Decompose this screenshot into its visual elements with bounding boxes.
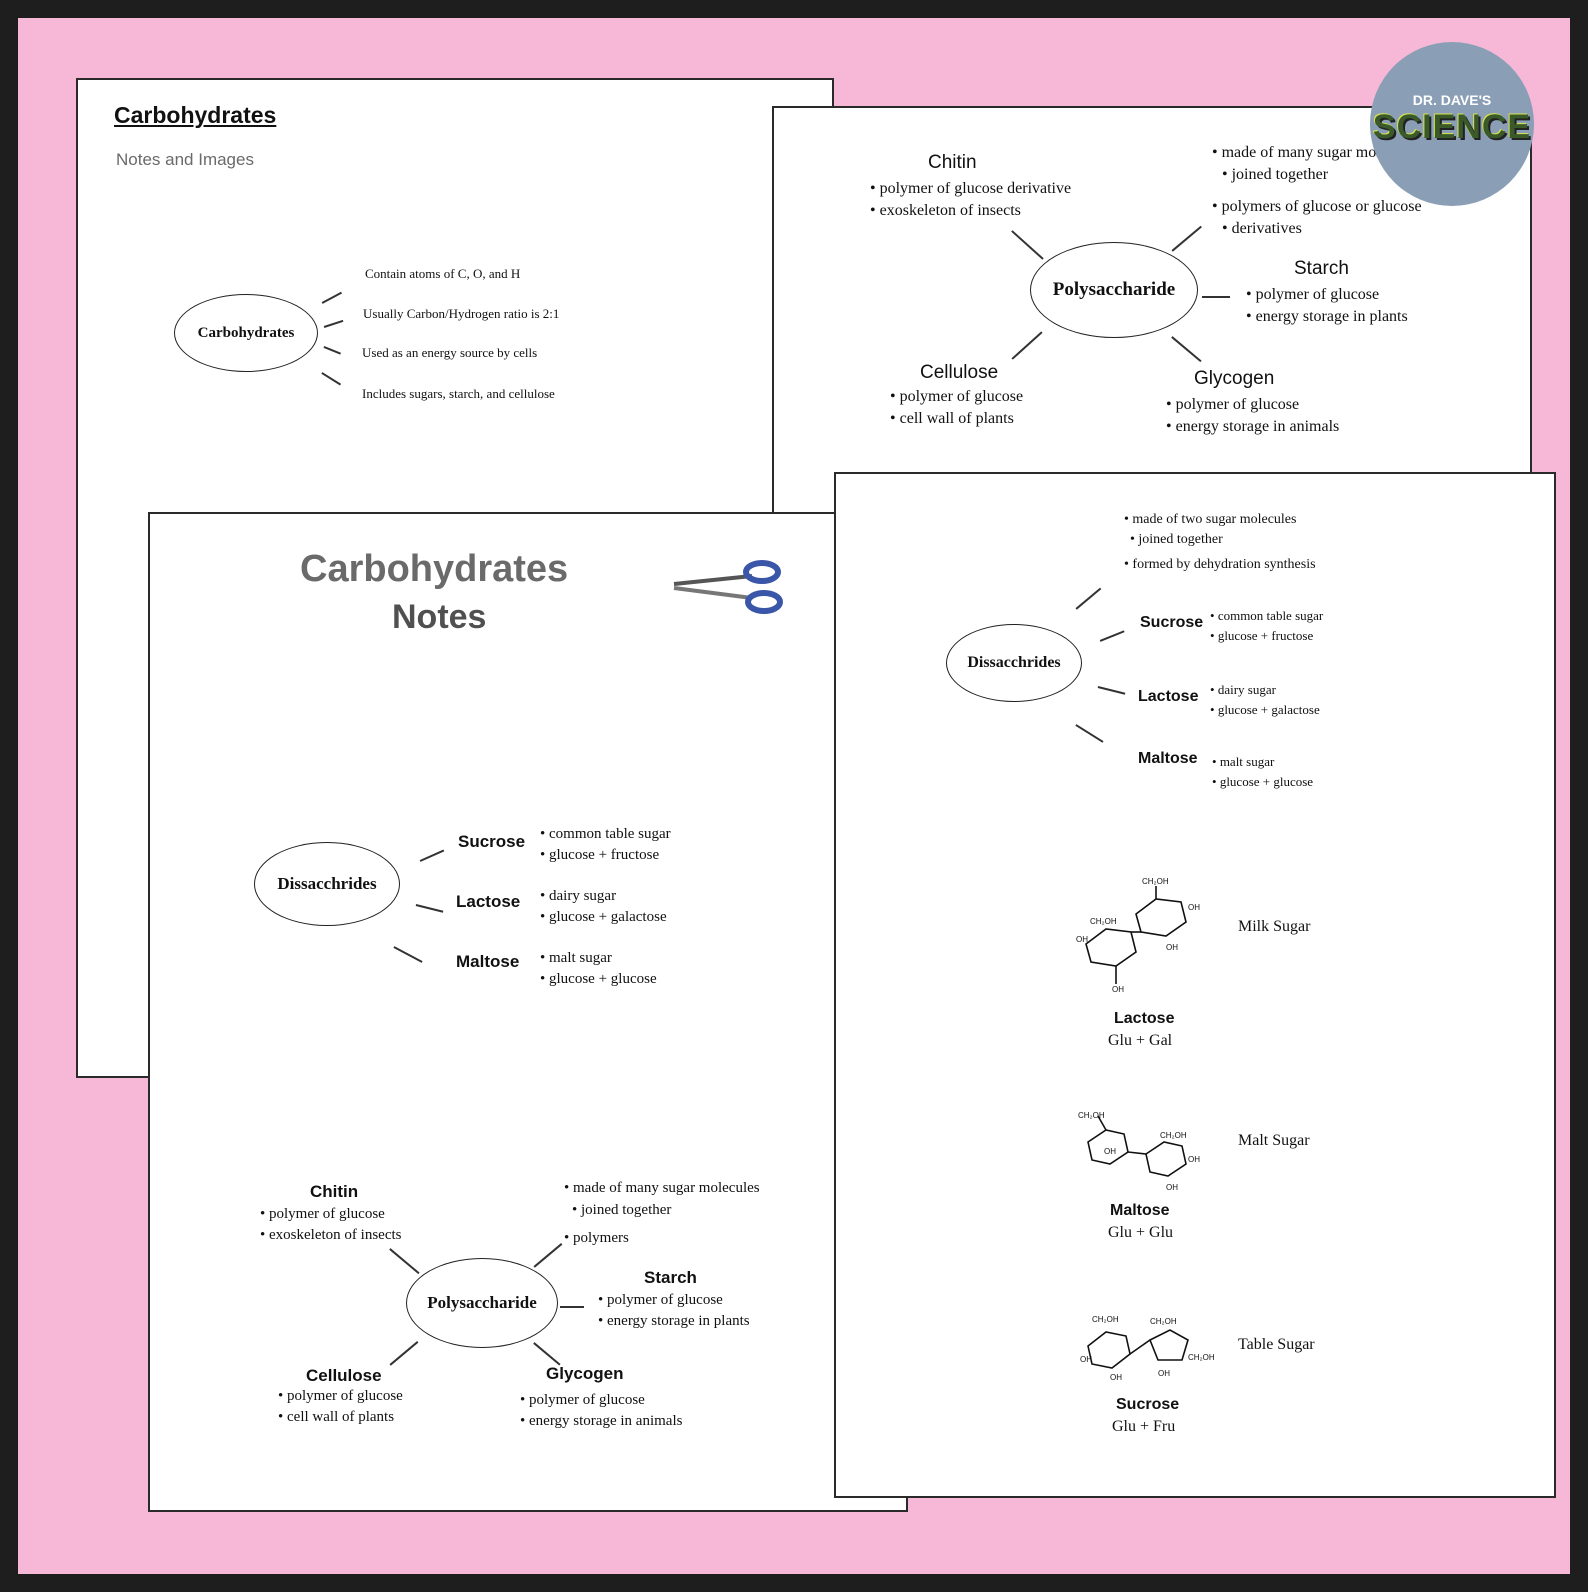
molecule-formula: Glu + Glu <box>1108 1224 1174 1241</box>
notes-title-line2: Notes <box>392 598 487 636</box>
svg-text:OH: OH <box>1110 1373 1122 1382</box>
svg-text:OH: OH <box>1188 1155 1200 1164</box>
lactose-title: Lactose <box>1138 688 1199 705</box>
maltose-list: malt sugarglucose + glucose <box>1212 752 1313 791</box>
molecule-caption: Malt Sugar <box>1238 1132 1310 1149</box>
svg-text:CH₂OH: CH₂OH <box>1160 1131 1187 1140</box>
carbohydrates-node: Carbohydrates <box>174 294 318 372</box>
glycogen-title: Glycogen <box>546 1364 624 1383</box>
maltose-list: malt sugarglucose + glucose <box>540 948 657 990</box>
molecule-formula: Glu + Fru <box>1112 1418 1176 1435</box>
scissors-icon <box>673 560 783 614</box>
sucrose-title: Sucrose <box>1140 614 1204 631</box>
page-carbohydrates-notes: Carbohydrates Notes Dissacchrides Sucros… <box>148 512 908 1512</box>
svg-text:CH₂OH: CH₂OH <box>1142 877 1169 886</box>
cellulose-list: polymer of glucosecell wall of plants <box>278 1386 403 1428</box>
svg-text:CH₂OH: CH₂OH <box>1092 1315 1119 1324</box>
maltose-structure-image: CH₂OH CH₂OH OH OH OH <box>1078 1111 1200 1192</box>
fact-item: Usually Carbon/Hydrogen ratio is 2:1 <box>363 306 560 321</box>
page-subtitle: Notes and Images <box>116 150 254 169</box>
svg-text:CH₂OH: CH₂OH <box>1188 1353 1215 1362</box>
lactose-list: dairy sugarglucose + galactose <box>540 886 667 928</box>
svg-text:OH: OH <box>1166 1183 1178 1192</box>
molecule-name: Maltose <box>1110 1202 1170 1219</box>
page-disaccharides-images: made of two sugar molecules joined toget… <box>834 472 1556 1498</box>
svg-text:OH: OH <box>1076 935 1088 944</box>
lactose-list: dairy sugarglucose + galactose <box>1210 680 1320 719</box>
cellulose-title: Cellulose <box>306 1366 382 1385</box>
svg-text:OH: OH <box>1112 985 1124 994</box>
chitin-list: polymer of glucoseexoskeleton of insects <box>260 1204 401 1246</box>
sucrose-title: Sucrose <box>458 832 526 851</box>
svg-text:OH: OH <box>1188 903 1200 912</box>
lactose-title: Lactose <box>456 892 521 911</box>
polysaccharide-facts: made of many sugar molecules joined toge… <box>564 1178 760 1249</box>
fact-item: Contain atoms of C, O, and H <box>365 266 521 281</box>
maltose-title: Maltose <box>456 952 520 971</box>
molecule-name: Lactose <box>1114 1010 1175 1027</box>
glycogen-title: Glycogen <box>1194 368 1275 389</box>
maltose-title: Maltose <box>1138 750 1198 767</box>
molecule-name: Sucrose <box>1116 1396 1180 1413</box>
svg-text:CH₂OH: CH₂OH <box>1090 917 1117 926</box>
disaccharides-node: Dissacchrides <box>254 842 400 926</box>
sucrose-list: common table sugarglucose + fructose <box>1210 606 1323 645</box>
molecule-caption: Table Sugar <box>1238 1336 1315 1353</box>
logo-top-text: DR. DAVE'S <box>1412 92 1492 108</box>
cellulose-title: Cellulose <box>920 362 999 383</box>
chitin-list: polymer of glucose derivativeexoskeleton… <box>870 178 1072 221</box>
notes-title-line1: Carbohydrates <box>300 548 569 590</box>
fact-item: Includes sugars, starch, and cellulose <box>362 386 555 401</box>
polysaccharide-facts: made of many sugar molecules joined toge… <box>1212 142 1421 187</box>
starch-list: polymer of glucoseenergy storage in plan… <box>598 1290 750 1332</box>
molecule-formula: Glu + Gal <box>1108 1032 1173 1049</box>
svg-text:CH₂OH: CH₂OH <box>1150 1317 1177 1326</box>
cellulose-list: polymer of glucosecell wall of plants <box>890 386 1024 429</box>
sucrose-list: common table sugarglucose + fructose <box>540 824 671 866</box>
polysaccharide-node: Polysaccharide <box>1030 242 1198 338</box>
lactose-structure-image: CH₂OH CH₂OH OH OH OH OH <box>1076 877 1200 994</box>
starch-title: Starch <box>1294 258 1349 279</box>
svg-text:OH: OH <box>1166 943 1178 952</box>
fact-item: Used as an energy source by cells <box>362 345 538 360</box>
dr-daves-science-logo: DR. DAVE'S SCIENCE <box>1370 42 1534 206</box>
starch-list: polymer of glucoseenergy storage in plan… <box>1246 284 1408 327</box>
polysaccharide-facts-2: polymers of glucose or glucose derivativ… <box>1212 196 1422 241</box>
polysaccharide-node: Polysaccharide <box>406 1258 558 1348</box>
svg-text:CH₂OH: CH₂OH <box>1078 1111 1105 1120</box>
sucrose-structure-image: CH₂OH CH₂OH CH₂OH OH OH OH <box>1080 1315 1215 1382</box>
disaccharides-node: Dissacchrides <box>946 624 1082 702</box>
chitin-title: Chitin <box>928 152 977 173</box>
disaccharide-facts: made of two sugar molecules joined toget… <box>1124 510 1315 575</box>
glycogen-list: polymer of glucoseenergy storage in anim… <box>520 1390 682 1432</box>
glycogen-list: polymer of glucoseenergy storage in anim… <box>1166 394 1340 437</box>
chitin-title: Chitin <box>310 1182 359 1201</box>
molecule-caption: Milk Sugar <box>1238 918 1311 935</box>
starch-title: Starch <box>644 1268 697 1287</box>
svg-text:OH: OH <box>1080 1355 1092 1364</box>
page-title: Carbohydrates <box>114 102 277 128</box>
svg-text:OH: OH <box>1158 1369 1170 1378</box>
logo-main-text: SCIENCE <box>1372 108 1532 146</box>
svg-text:OH: OH <box>1104 1147 1116 1156</box>
